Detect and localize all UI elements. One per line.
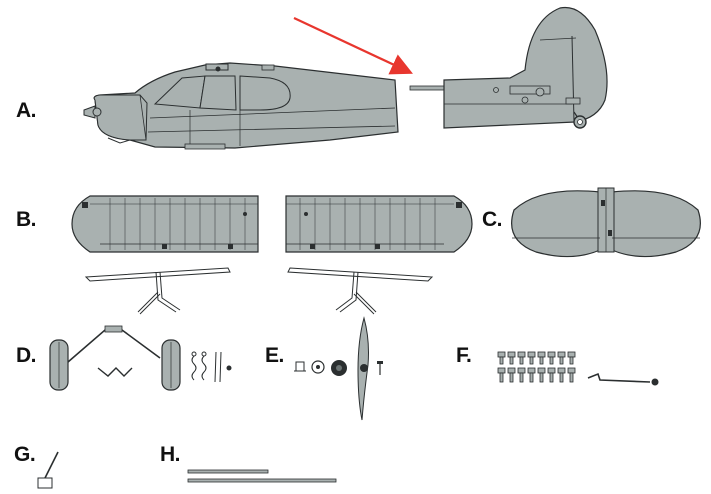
label-h: H. bbox=[160, 443, 181, 466]
label-c: C. bbox=[482, 208, 503, 231]
left-wing-strut bbox=[84, 267, 231, 315]
spring-hardware bbox=[191, 351, 232, 383]
fuselage-part bbox=[83, 62, 399, 150]
label-f: F. bbox=[456, 344, 472, 367]
label-d: D. bbox=[16, 344, 37, 367]
attention-arrow bbox=[293, 17, 413, 75]
wing-rods-part bbox=[187, 469, 337, 483]
label-e: E. bbox=[265, 344, 284, 367]
label-b: B. bbox=[16, 208, 37, 231]
right-wing-strut bbox=[287, 267, 434, 315]
tail-strut-part bbox=[37, 451, 59, 489]
right-wing-part bbox=[285, 195, 473, 253]
tail-section-part bbox=[443, 6, 608, 129]
label-g: G. bbox=[14, 443, 36, 466]
left-wing-part bbox=[71, 195, 259, 253]
screw-set bbox=[497, 351, 576, 383]
horizontal-stabilizer-part bbox=[511, 187, 701, 258]
label-a: A. bbox=[16, 99, 37, 122]
landing-gear-part bbox=[49, 325, 181, 391]
pushrod-part bbox=[587, 372, 659, 386]
tail-joint-rod bbox=[409, 85, 447, 91]
propeller-kit-part bbox=[294, 316, 383, 421]
